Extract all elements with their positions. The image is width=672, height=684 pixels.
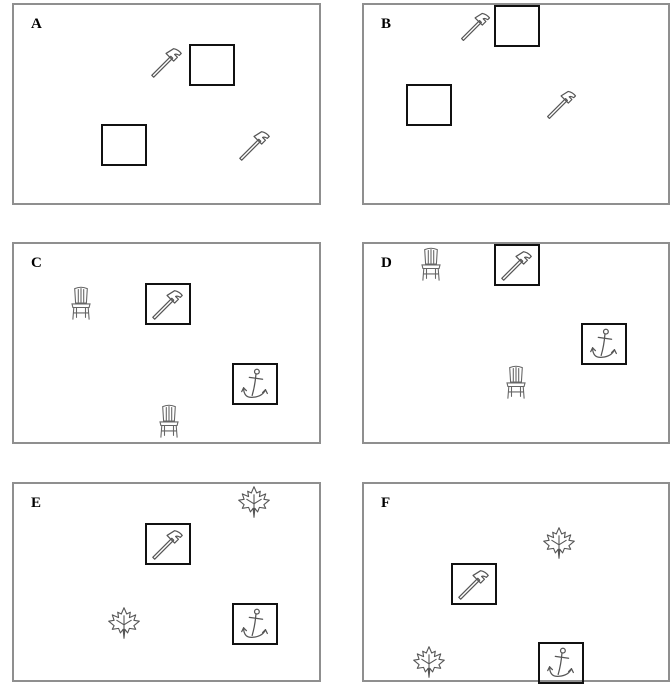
- hammer-icon: [544, 86, 580, 122]
- hammer-icon: [455, 565, 493, 603]
- panel-label: F: [381, 495, 390, 512]
- hammer-icon: [498, 246, 536, 284]
- anchor-icon: [542, 644, 580, 682]
- panel-a: A: [12, 3, 321, 205]
- panel-label: D: [381, 255, 392, 272]
- chair-icon: [63, 284, 99, 322]
- target-box: [406, 84, 452, 126]
- chair-icon: [151, 402, 187, 440]
- target-box: [189, 44, 235, 86]
- maple-leaf-icon: [235, 484, 273, 520]
- panel-label: C: [31, 255, 42, 272]
- panel-b: B: [362, 3, 670, 205]
- maple-leaf-icon: [105, 605, 143, 641]
- target-box: [494, 5, 540, 47]
- hammer-icon: [148, 43, 186, 81]
- hammer-icon: [149, 525, 187, 563]
- hammer-icon: [149, 285, 187, 323]
- target-box: [101, 124, 147, 166]
- panel-c: C: [12, 242, 321, 444]
- panel-d: D: [362, 242, 670, 444]
- anchor-icon: [236, 365, 274, 403]
- maple-leaf-icon: [410, 644, 448, 680]
- chair-icon: [498, 363, 534, 401]
- hammer-icon: [458, 8, 494, 44]
- hammer-icon: [236, 126, 274, 164]
- anchor-icon: [585, 325, 623, 363]
- panel-e: E: [12, 482, 321, 682]
- maple-leaf-icon: [540, 525, 578, 561]
- panel-f: F: [362, 482, 670, 682]
- panel-label: B: [381, 16, 391, 33]
- anchor-icon: [236, 605, 274, 643]
- chair-icon: [413, 245, 449, 283]
- panel-label: A: [31, 16, 42, 33]
- panel-label: E: [31, 495, 41, 512]
